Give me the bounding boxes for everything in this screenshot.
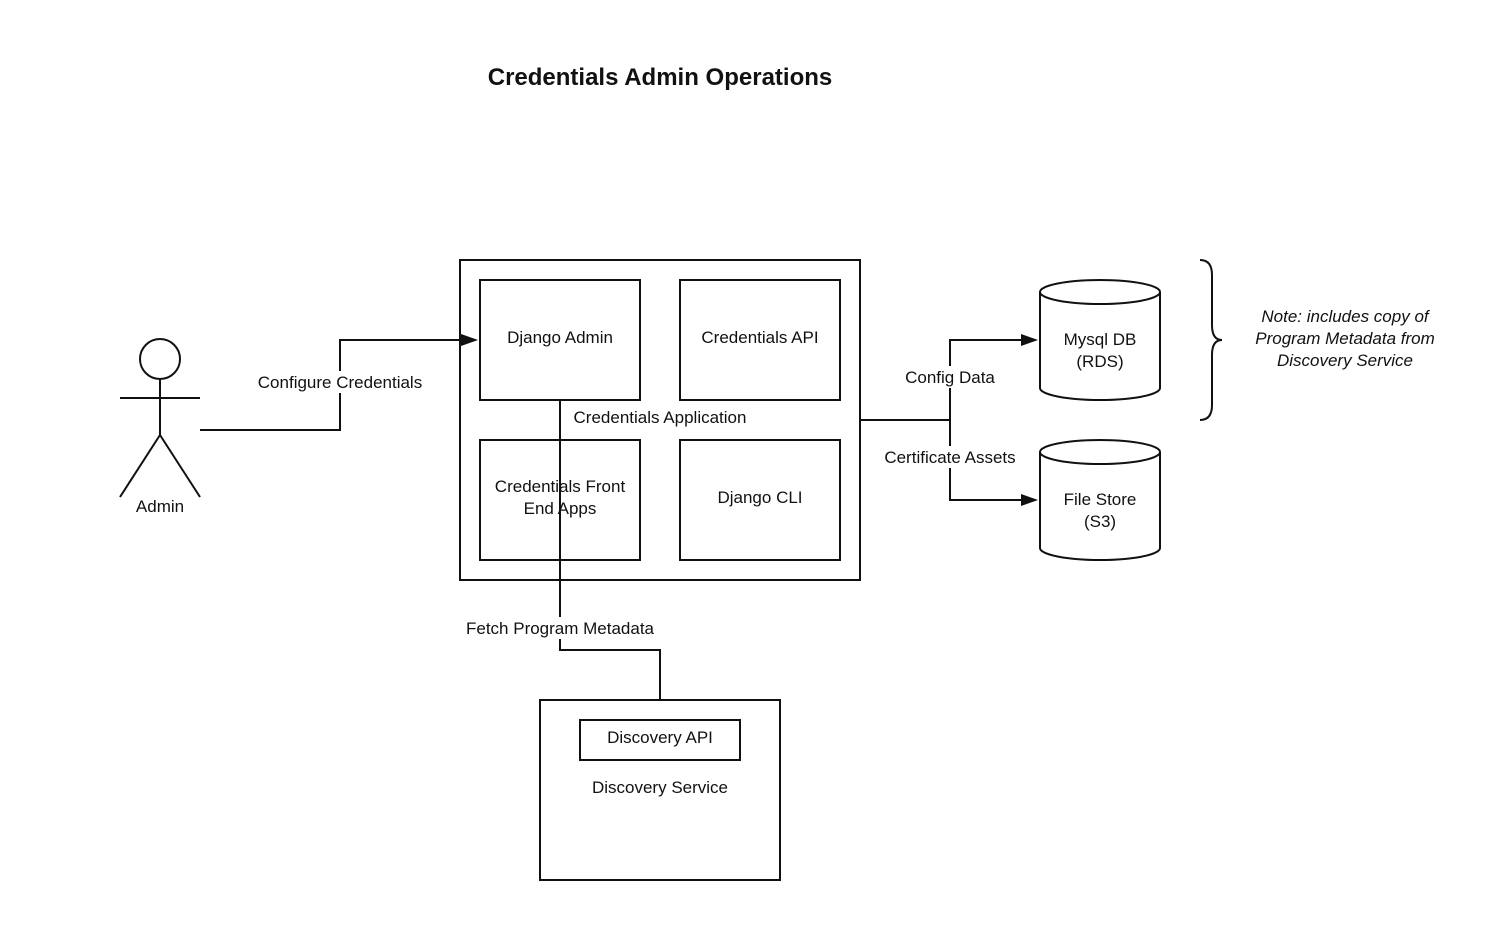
front-end-apps-label-line2: End Apps: [524, 499, 597, 518]
certificate-assets-label: Certificate Assets: [884, 448, 1015, 467]
django-cli-label: Django CLI: [717, 488, 802, 507]
front-end-apps-label-line1: Credentials Front: [495, 477, 626, 496]
note-line1: Note: includes copy of: [1261, 307, 1431, 326]
config-data-arrowhead: [1021, 334, 1038, 346]
django-cli-box: [679, 439, 841, 561]
config-data-label: Config Data: [905, 368, 995, 387]
actor-head: [139, 338, 181, 380]
certificate-assets-arrowhead: [1021, 494, 1038, 506]
file-store-label-line2: (S3): [1084, 512, 1116, 531]
credentials-api-label: Credentials API: [701, 328, 818, 347]
actor-right-leg: [159, 434, 201, 498]
config-data-edge: [949, 339, 1022, 420]
mysql-db-label-line2: (RDS): [1076, 352, 1123, 371]
diagram-title: Credentials Admin Operations: [488, 64, 833, 91]
note-line3: Discovery Service: [1277, 351, 1413, 370]
note-curly-brace: [1199, 259, 1223, 421]
discovery-api-box: [579, 719, 741, 761]
mysql-db-cylinder: Mysql DB (RDS): [1039, 279, 1161, 401]
actor-left-leg: [119, 434, 161, 498]
credentials-api-box: [679, 279, 841, 401]
discovery-service-label: Discovery Service: [592, 778, 728, 797]
file-store-cylinder: File Store (S3): [1039, 439, 1161, 561]
actor-label: Admin: [136, 497, 184, 516]
file-store-label-line1: File Store: [1064, 490, 1137, 509]
fetch-metadata-edge: [559, 400, 661, 702]
django-admin-label: Django Admin: [507, 328, 613, 347]
mysql-db-label-line1: Mysql DB: [1064, 330, 1137, 349]
note-line2: Program Metadata from: [1255, 329, 1435, 348]
django-admin-box: [479, 279, 641, 401]
configure-credentials-arrowhead: [461, 334, 478, 346]
admin-actor: Admin: [119, 338, 201, 516]
credentials-application-label: Credentials Application: [574, 408, 747, 427]
discovery-api-label: Discovery API: [607, 728, 713, 747]
configure-credentials-label: Configure Credentials: [258, 373, 422, 392]
fetch-metadata-label: Fetch Program Metadata: [466, 619, 655, 638]
